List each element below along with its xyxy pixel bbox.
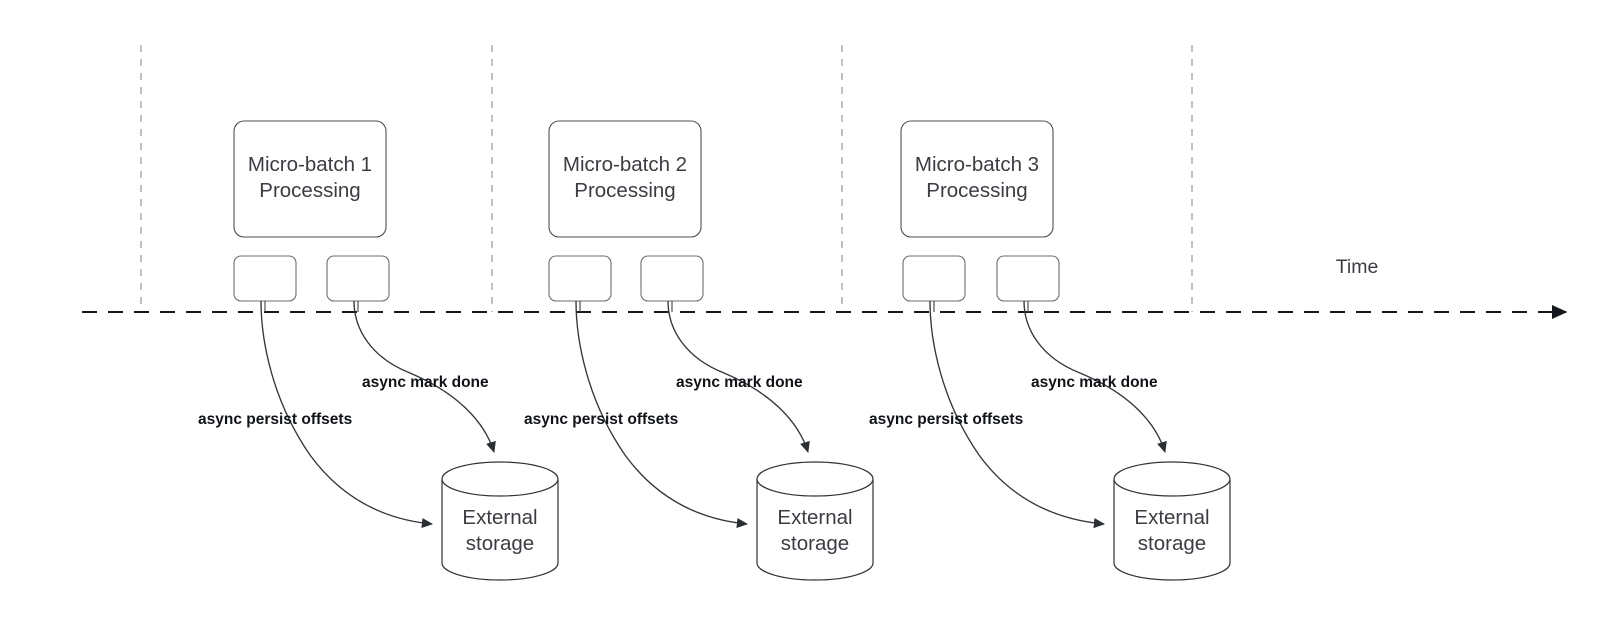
time-axis-label: Time <box>1336 256 1379 278</box>
task-box-right[interactable] <box>640 255 704 302</box>
external-storage-cylinder[interactable]: External storage <box>756 461 874 581</box>
mark-done-edge-label: async mark done <box>1031 374 1158 391</box>
external-storage-label-line1: External <box>462 506 537 529</box>
persist-offsets-edge <box>575 300 749 529</box>
external-storage-label-line2: storage <box>466 532 534 555</box>
cylinder-top-ellipse <box>441 461 559 497</box>
external-storage-label-line1: External <box>1134 506 1209 529</box>
mark-done-edge-label: async mark done <box>676 374 803 391</box>
persist-offsets-edge <box>260 300 434 529</box>
external-storage-label-line2: storage <box>781 532 849 555</box>
timeline-boundaries <box>140 45 1193 312</box>
task-box-right[interactable] <box>996 255 1060 302</box>
micro-batch-box[interactable] <box>548 120 702 238</box>
time-axis: Time <box>82 256 1568 319</box>
task-box-left[interactable] <box>902 255 966 302</box>
micro-batch-label-line2: Processing <box>926 179 1027 202</box>
persist-offsets-edge <box>929 300 1106 529</box>
external-storage-label-line2: storage <box>1138 532 1206 555</box>
task-box-left[interactable] <box>548 255 612 302</box>
mark-done-edge <box>667 300 810 453</box>
persist-offsets-edge-label: async persist offsets <box>198 411 352 428</box>
task-box-left[interactable] <box>233 255 297 302</box>
micro-batch-label-line2: Processing <box>259 179 360 202</box>
cylinder-top-ellipse <box>1113 461 1231 497</box>
mark-done-edge <box>1023 300 1167 453</box>
external-storage-cylinder[interactable]: External storage <box>1113 461 1231 581</box>
micro-batch-label-line1: Micro-batch 1 <box>248 153 372 176</box>
mark-done-edge <box>353 300 496 453</box>
cylinder-top-ellipse <box>756 461 874 497</box>
cylinder-body <box>441 478 559 581</box>
mark-done-edge-label: async mark done <box>362 374 489 391</box>
micro-batch-box[interactable] <box>900 120 1054 238</box>
task-box-right[interactable] <box>326 255 390 302</box>
persist-offsets-edge-label: async persist offsets <box>869 411 1023 428</box>
persist-offsets-edge-label: async persist offsets <box>524 411 678 428</box>
cylinder-body <box>756 478 874 581</box>
micro-batch-label-line1: Micro-batch 3 <box>915 153 1039 176</box>
micro-batch-label-line1: Micro-batch 2 <box>563 153 687 176</box>
micro-batch-label-line2: Processing <box>574 179 675 202</box>
external-storage-label-line1: External <box>777 506 852 529</box>
cylinder-body <box>1113 478 1231 581</box>
external-storage-cylinder[interactable]: External storage <box>441 461 559 581</box>
micro-batch-box[interactable] <box>233 120 387 238</box>
